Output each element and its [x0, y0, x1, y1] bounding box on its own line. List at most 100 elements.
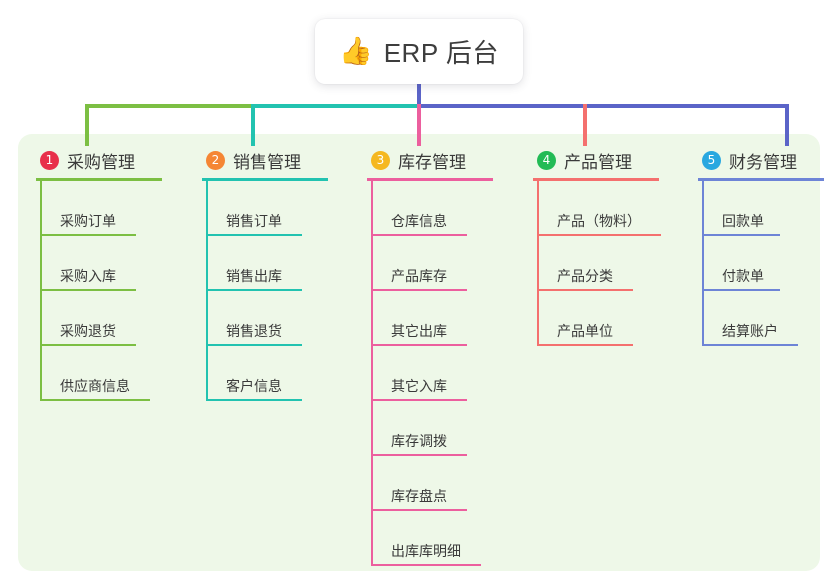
branch-header-3[interactable]: 3 库存管理 — [353, 146, 493, 174]
leaf-underline — [206, 289, 302, 291]
leaf-node[interactable]: 供应商信息 — [40, 346, 162, 401]
leaf-underline — [206, 234, 302, 236]
leaf-underline — [371, 399, 467, 401]
leaf-underline — [702, 344, 798, 346]
connector-drop-product — [583, 104, 587, 146]
connector-drop-sales — [251, 104, 255, 146]
leaf-label: 产品单位 — [557, 323, 613, 339]
branch-title: 财务管理 — [729, 152, 797, 172]
leaf-node[interactable]: 回款单 — [702, 181, 824, 236]
leaf-node[interactable]: 客户信息 — [206, 346, 328, 401]
leaf-label: 回款单 — [722, 213, 764, 229]
thumbs-up-icon: 👍 — [339, 36, 373, 67]
leaf-underline — [537, 344, 633, 346]
leaf-label: 销售退货 — [226, 323, 282, 339]
branch-leaf-list: 销售订单销售出库销售退货客户信息 — [188, 181, 328, 401]
leaf-label: 仓库信息 — [391, 213, 447, 229]
leaf-underline — [40, 234, 136, 236]
branch-number-badge: 4 — [537, 150, 556, 170]
branch-number-badge: 3 — [371, 150, 390, 170]
leaf-label: 产品（物料） — [557, 213, 641, 229]
leaf-label: 供应商信息 — [60, 378, 130, 394]
leaf-underline — [702, 234, 780, 236]
connector-root-stem — [417, 84, 421, 106]
leaf-label: 库存调拨 — [391, 433, 447, 449]
branch-title: 库存管理 — [398, 152, 466, 172]
branch-leaf-list: 产品（物料） 产品分类产品单位 — [519, 181, 661, 346]
branch-leaf-list: 仓库信息产品库存其它出库其它入库库存调拨库存盘点出库库明细 — [353, 181, 493, 566]
leaf-label: 客户信息 — [226, 378, 282, 394]
branch-column-4: 4 产品管理产品（物料） 产品分类产品单位 — [519, 146, 661, 346]
leaf-node[interactable]: 其它入库 — [371, 346, 493, 401]
leaf-label: 出库库明细 — [391, 543, 461, 559]
connector-drop-inventory — [417, 104, 421, 146]
branch-leaf-list: 回款单付款单结算账户 — [684, 181, 824, 346]
branch-underline — [202, 178, 328, 181]
branch-number-badge: 1 — [40, 150, 59, 170]
branch-spine — [206, 181, 208, 401]
leaf-node[interactable]: 其它出库 — [371, 291, 493, 346]
leaf-node[interactable]: 销售退货 — [206, 291, 328, 346]
leaf-underline — [371, 454, 467, 456]
branch-column-1: 1 采购管理采购订单采购入库采购退货供应商信息 — [22, 146, 162, 401]
branch-spine — [371, 181, 373, 566]
leaf-label: 库存盘点 — [391, 488, 447, 504]
branch-header-4[interactable]: 4 产品管理 — [519, 146, 659, 174]
connector-segment-sales — [251, 104, 417, 108]
leaf-node[interactable]: 产品库存 — [371, 236, 493, 291]
branch-header-1[interactable]: 1 采购管理 — [22, 146, 162, 174]
leaf-node[interactable]: 采购订单 — [40, 181, 162, 236]
leaf-underline — [206, 344, 302, 346]
leaf-label: 销售出库 — [226, 268, 282, 284]
leaf-underline — [40, 399, 150, 401]
leaf-node[interactable]: 产品分类 — [537, 236, 659, 291]
leaf-label: 产品分类 — [557, 268, 613, 284]
leaf-underline — [371, 234, 467, 236]
branch-column-3: 3 库存管理仓库信息产品库存其它出库其它入库库存调拨库存盘点出库库明细 — [353, 146, 493, 566]
leaf-underline — [40, 289, 136, 291]
leaf-node[interactable]: 产品单位 — [537, 291, 659, 346]
leaf-underline — [371, 344, 467, 346]
branch-title: 采购管理 — [67, 152, 135, 172]
connector-segment-inventory-to-finance — [417, 104, 787, 108]
leaf-underline — [371, 509, 467, 511]
leaf-node[interactable]: 采购入库 — [40, 236, 162, 291]
branch-underline — [367, 178, 493, 181]
leaf-underline — [371, 289, 467, 291]
leaf-label: 付款单 — [722, 268, 764, 284]
leaf-underline — [40, 344, 136, 346]
leaf-node[interactable]: 采购退货 — [40, 291, 162, 346]
leaf-node[interactable]: 仓库信息 — [371, 181, 493, 236]
branch-leaf-list: 采购订单采购入库采购退货供应商信息 — [22, 181, 162, 401]
leaf-underline — [371, 564, 481, 566]
branch-spine — [40, 181, 42, 401]
leaf-node[interactable]: 库存盘点 — [371, 456, 493, 511]
leaf-node[interactable]: 付款单 — [702, 236, 824, 291]
leaf-label: 产品库存 — [391, 268, 447, 284]
leaf-node[interactable]: 库存调拨 — [371, 401, 493, 456]
leaf-underline — [537, 289, 633, 291]
connector-drop-finance — [785, 104, 789, 146]
branch-underline — [36, 178, 162, 181]
branch-title: 产品管理 — [564, 152, 632, 172]
leaf-label: 其它入库 — [391, 378, 447, 394]
leaf-node[interactable]: 结算账户 — [702, 291, 824, 346]
leaf-label: 采购入库 — [60, 268, 116, 284]
root-node[interactable]: 👍 ERP 后台 — [315, 19, 523, 84]
leaf-node[interactable]: 销售订单 — [206, 181, 328, 236]
leaf-label: 采购退货 — [60, 323, 116, 339]
leaf-label: 其它出库 — [391, 323, 447, 339]
leaf-label: 销售订单 — [226, 213, 282, 229]
leaf-node[interactable]: 销售出库 — [206, 236, 328, 291]
branch-spine — [537, 181, 539, 346]
leaf-node[interactable]: 出库库明细 — [371, 511, 493, 566]
root-title: ERP 后台 — [383, 38, 499, 68]
leaf-underline — [537, 234, 661, 236]
leaf-node[interactable]: 产品（物料） — [537, 181, 661, 236]
leaf-label: 采购订单 — [60, 213, 116, 229]
